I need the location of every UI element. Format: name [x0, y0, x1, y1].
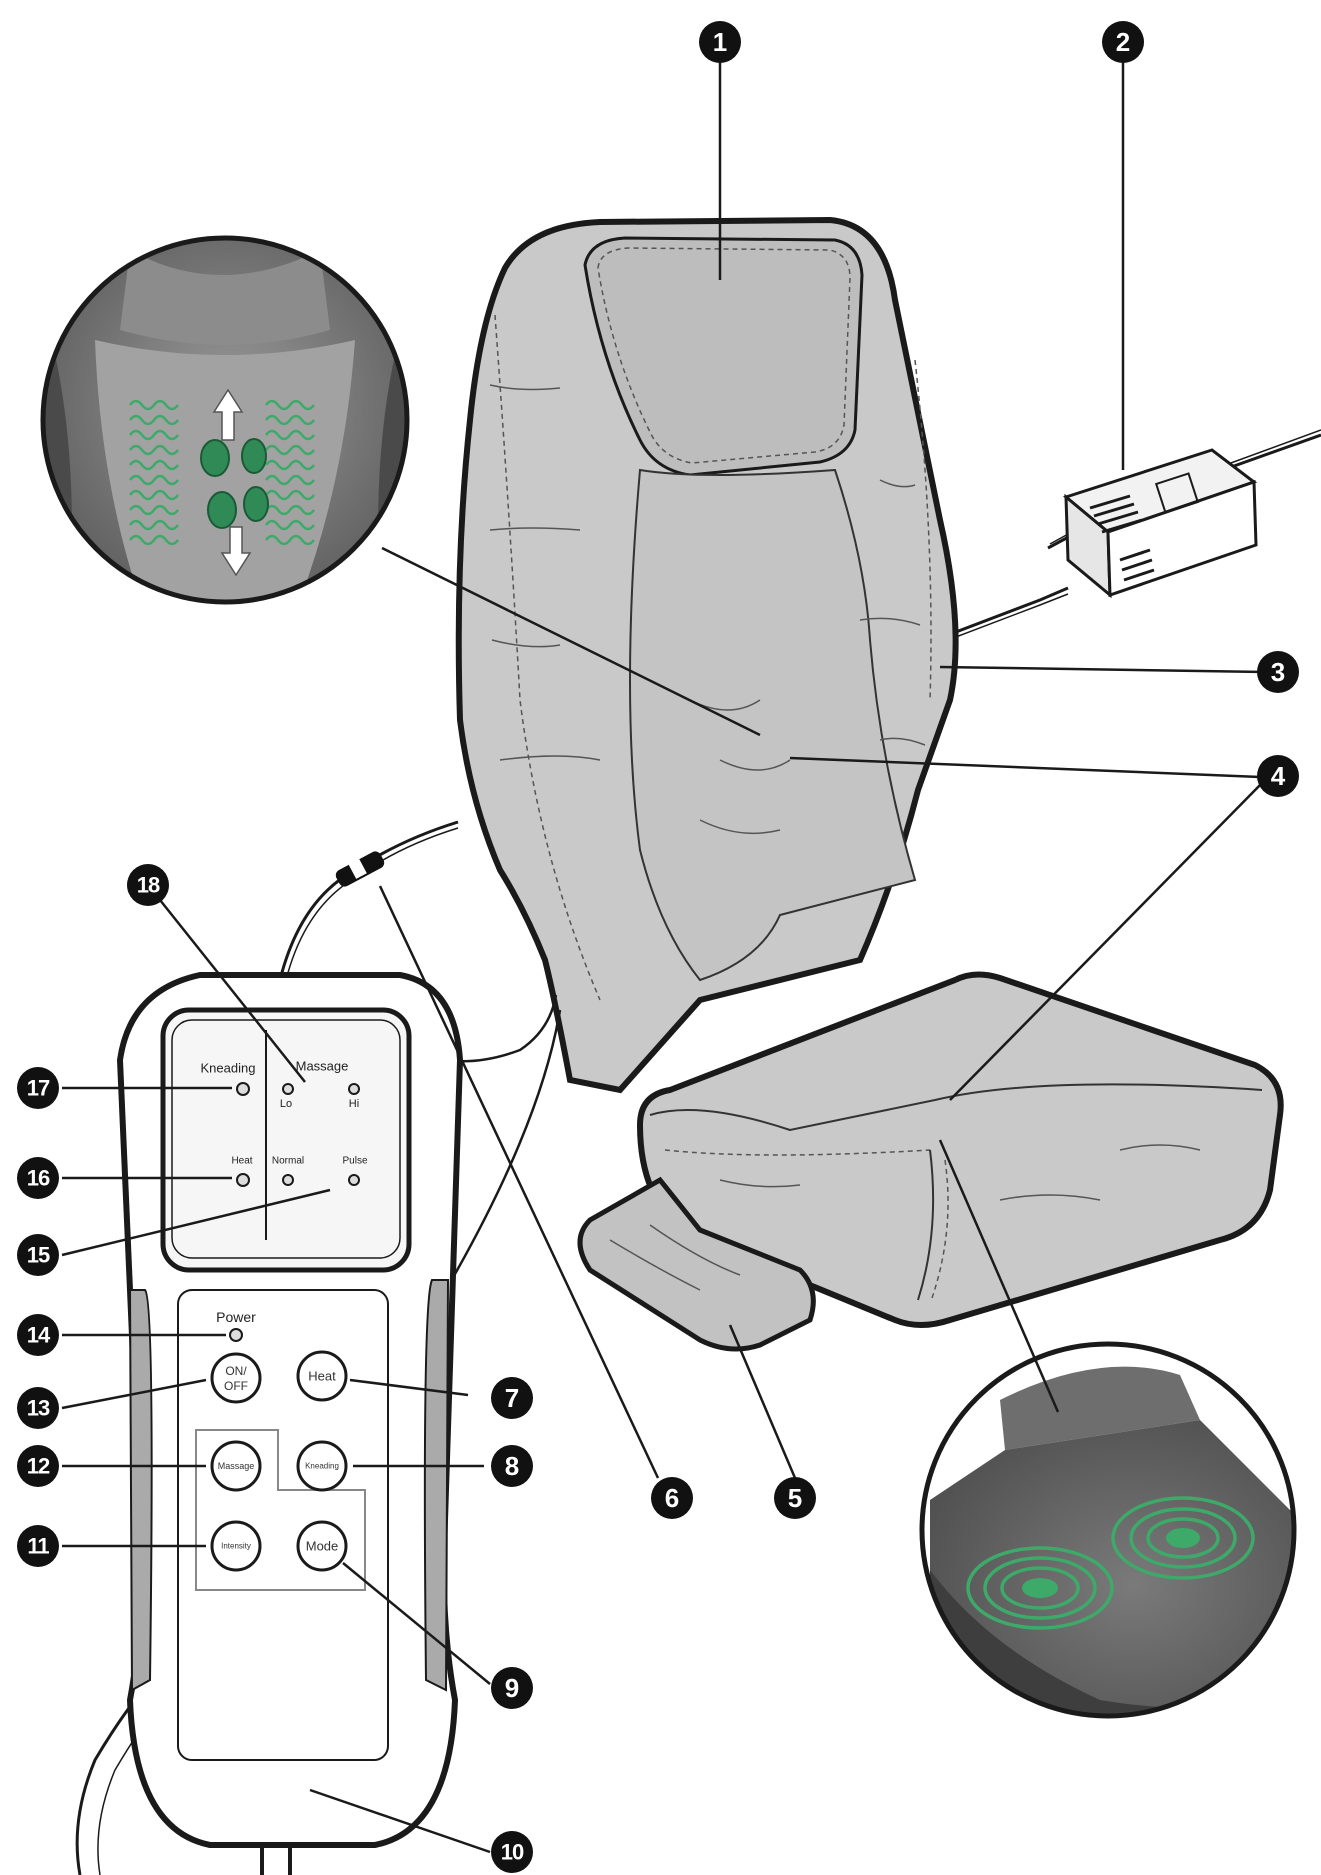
massage-hi-led: [348, 1083, 360, 1095]
kneading-indicator-led: [236, 1082, 250, 1096]
kneading-button-label: Kneading: [305, 1462, 339, 1471]
display-normal-label: Normal: [272, 1156, 304, 1167]
callout-12: 12: [17, 1445, 59, 1487]
leader-lines: [61, 55, 1266, 1854]
callout-11: 11: [17, 1525, 59, 1567]
remote-control: [75, 972, 464, 1875]
display-kneading-label: Kneading: [201, 1061, 256, 1076]
svg-text:1: 1: [713, 27, 727, 57]
mode-button-label: Mode: [306, 1539, 339, 1554]
leg-flap: [577, 1176, 816, 1352]
heat-button[interactable]: Heat: [296, 1350, 348, 1402]
massage-button[interactable]: Massage: [210, 1440, 262, 1492]
kneading-nodes-inset: [40, 235, 410, 605]
mode-button[interactable]: Mode: [296, 1520, 348, 1572]
callout-18: 18: [127, 864, 169, 906]
svg-text:3: 3: [1271, 657, 1285, 687]
callout-5: 5: [774, 1477, 816, 1519]
callout-badges: 1 2 3 4 5 6 7 8 9 10 11 12 13 14 15 16 1…: [17, 21, 1299, 1873]
on-off-button[interactable]: ON/ OFF: [210, 1352, 262, 1404]
intensity-button[interactable]: Intensity: [210, 1520, 262, 1572]
power-adapter: [1047, 429, 1321, 599]
svg-text:18: 18: [137, 873, 160, 898]
callout-7: 7: [491, 1377, 533, 1419]
power-led: [229, 1328, 243, 1342]
svg-text:2: 2: [1116, 27, 1130, 57]
callout-2: 2: [1102, 21, 1144, 63]
pulse-mode-led: [348, 1174, 360, 1186]
svg-text:8: 8: [505, 1451, 519, 1481]
svg-text:10: 10: [501, 1840, 524, 1865]
svg-text:17: 17: [27, 1076, 50, 1101]
on-off-label-line2: OFF: [224, 1379, 248, 1393]
svg-text:5: 5: [788, 1483, 802, 1513]
control-cable: [278, 820, 459, 981]
massage-lo-led: [282, 1083, 294, 1095]
adapter-cable: [947, 586, 1069, 637]
heat-indicator-led: [236, 1173, 250, 1187]
display-hi-label: Hi: [349, 1098, 359, 1110]
callout-9: 9: [491, 1667, 533, 1709]
power-label: Power: [216, 1309, 256, 1325]
svg-text:11: 11: [27, 1534, 49, 1559]
display-lo-label: Lo: [280, 1098, 292, 1110]
callout-13: 13: [17, 1387, 59, 1429]
callout-16: 16: [17, 1157, 59, 1199]
kneading-button[interactable]: Kneading: [296, 1440, 348, 1492]
display-pulse-label: Pulse: [342, 1156, 367, 1167]
callout-6: 6: [651, 1477, 693, 1519]
svg-text:4: 4: [1271, 761, 1286, 791]
cable-connector: [335, 851, 385, 887]
massage-seat: [455, 216, 1284, 1352]
heat-button-label: Heat: [308, 1369, 336, 1384]
callout-1: 1: [699, 21, 741, 63]
svg-text:14: 14: [27, 1323, 51, 1348]
svg-text:7: 7: [505, 1383, 519, 1413]
headrest: [583, 236, 864, 477]
seat-motors-inset: [919, 1341, 1297, 1719]
svg-text:16: 16: [27, 1166, 50, 1191]
display-massage-label: Massage: [296, 1059, 349, 1074]
svg-text:15: 15: [27, 1243, 50, 1268]
callout-8: 8: [491, 1445, 533, 1487]
svg-text:13: 13: [27, 1396, 50, 1421]
intensity-button-label: Intensity: [221, 1542, 251, 1551]
svg-text:12: 12: [27, 1454, 50, 1479]
callout-17: 17: [17, 1067, 59, 1109]
callout-3: 3: [1257, 651, 1299, 693]
svg-text:6: 6: [665, 1483, 679, 1513]
callout-15: 15: [17, 1234, 59, 1276]
massage-button-label: Massage: [218, 1461, 255, 1471]
on-off-label-line1: ON/: [225, 1364, 247, 1378]
svg-text:9: 9: [505, 1673, 519, 1703]
display-heat-label: Heat: [231, 1156, 252, 1167]
callout-10: 10: [491, 1831, 533, 1873]
callout-4: 4: [1257, 755, 1299, 797]
callout-14: 14: [17, 1314, 59, 1356]
normal-mode-led: [282, 1174, 294, 1186]
